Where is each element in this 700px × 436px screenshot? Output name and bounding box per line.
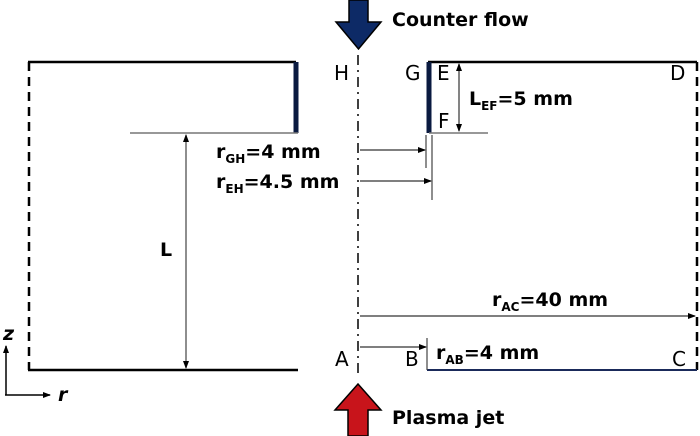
l-label: L (160, 239, 172, 261)
counter-flow-label: Counter flow (392, 9, 529, 31)
coordinate-axes-icon (3, 345, 51, 398)
counter-flow-arrow-icon (334, 0, 383, 51)
point-f-label: F (438, 109, 450, 133)
point-b-label: B (405, 347, 419, 371)
r-axis-label: r (58, 384, 69, 406)
plasma-jet-arrow-icon (333, 382, 383, 436)
point-e-label: E (437, 61, 450, 85)
lef-label: LEF=5 mm (469, 88, 573, 113)
point-a-label: A (335, 347, 349, 371)
point-c-label: C (672, 347, 686, 371)
rab-label: rAB=4 mm (436, 342, 539, 367)
plasma-jet-label: Plasma jet (392, 407, 504, 429)
reh-label: rEH=4.5 mm (216, 171, 339, 196)
point-h-label: H (334, 61, 349, 85)
z-axis-label: z (2, 323, 15, 345)
point-d-label: D (670, 61, 685, 85)
rgh-label: rGH=4 mm (216, 141, 321, 166)
point-g-label: G (405, 61, 421, 85)
rac-label: rAC=40 mm (492, 289, 608, 314)
